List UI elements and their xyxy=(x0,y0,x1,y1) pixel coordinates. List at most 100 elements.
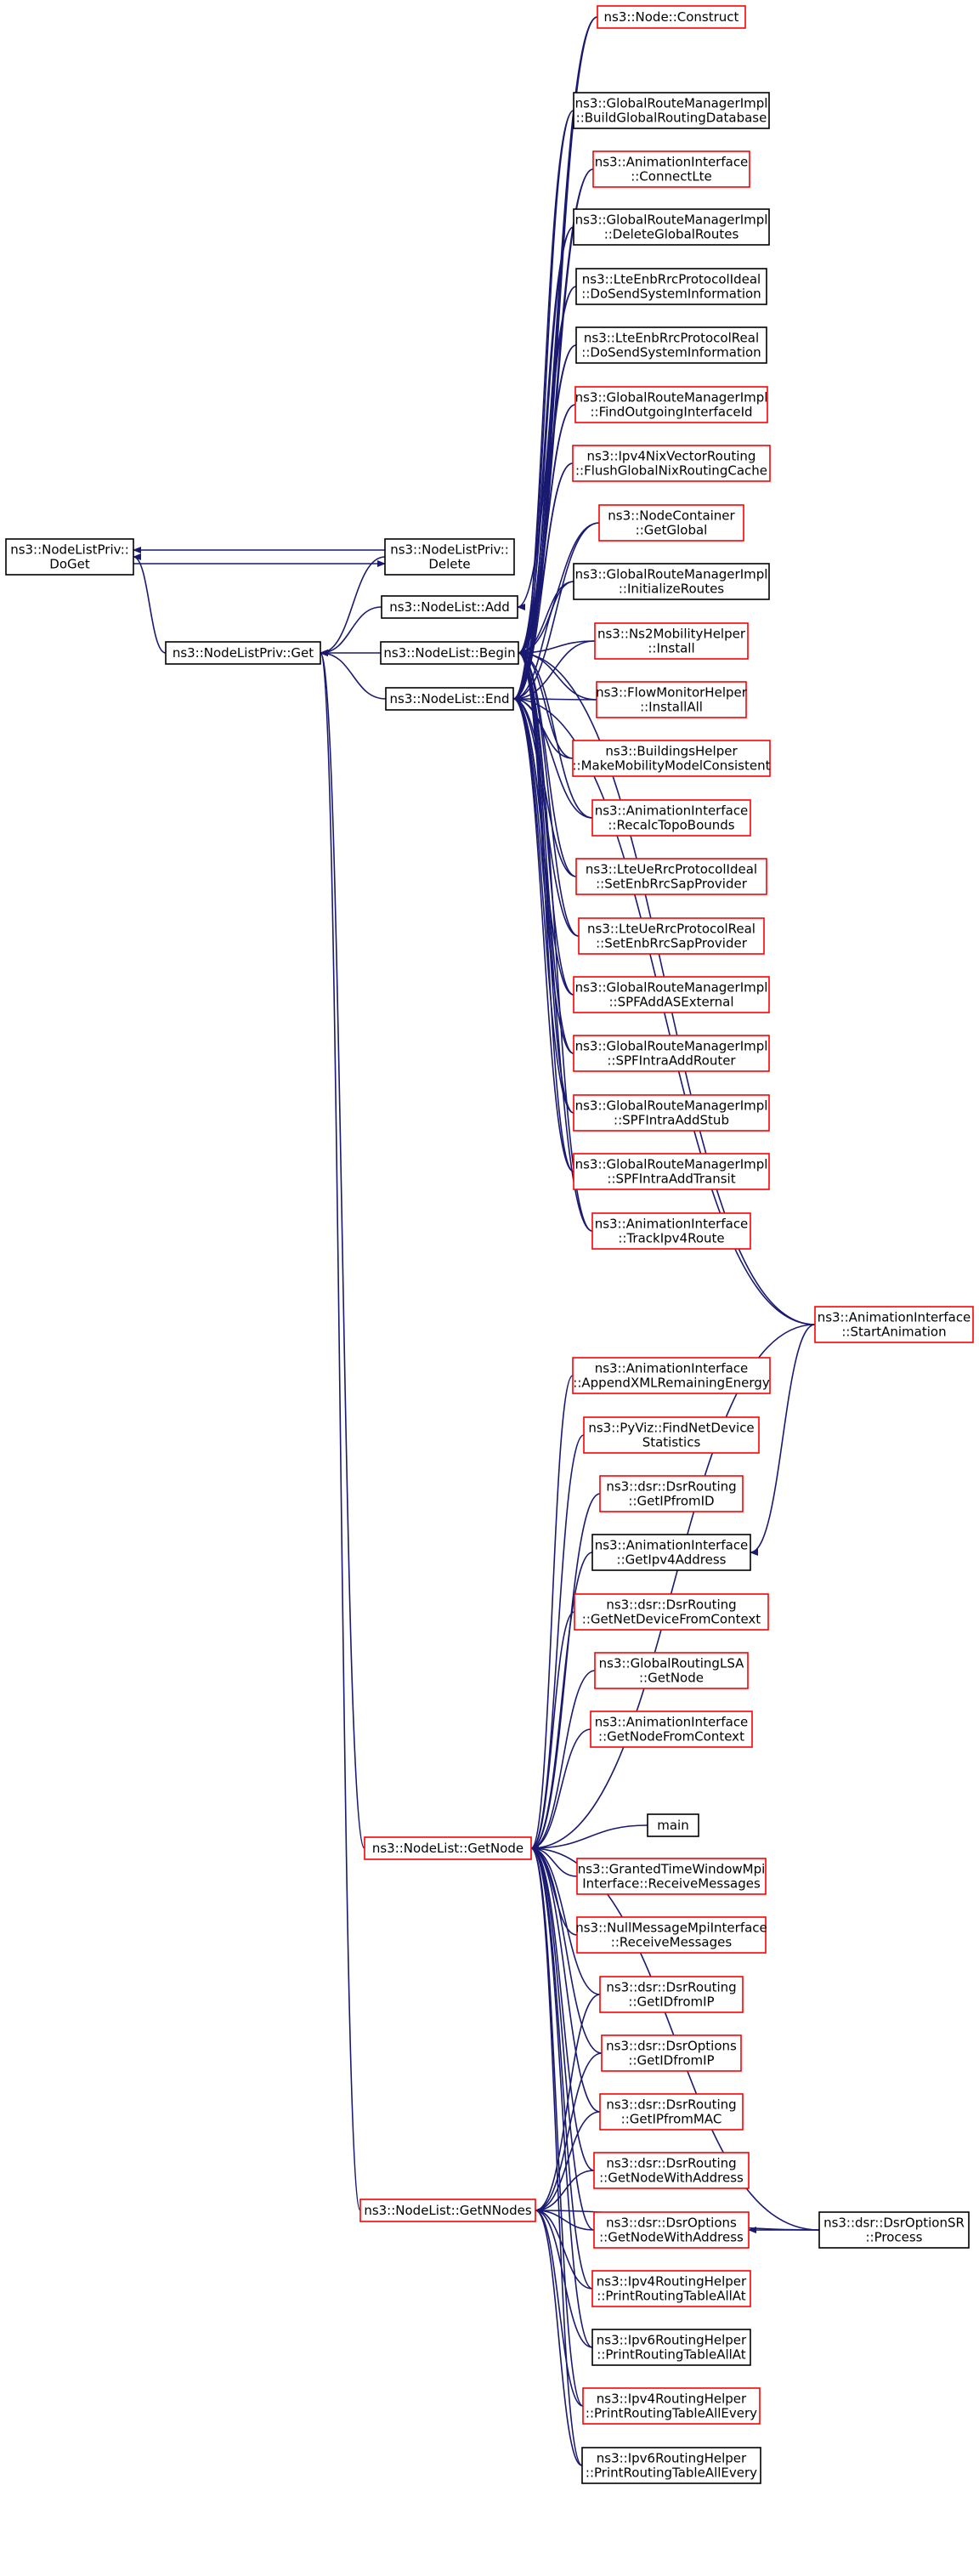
node-box[interactable] xyxy=(575,326,767,364)
node-dsroptsrprocess[interactable]: ns3::dsr::DsrOptionSR::Process xyxy=(818,2211,970,2249)
node-box[interactable] xyxy=(599,1976,744,2013)
node-box[interactable] xyxy=(594,1652,749,1689)
node-grmspfase[interactable]: ns3::GlobalRouteManagerImpl::SPFAddASExt… xyxy=(573,976,770,1013)
node-grmspfrouter[interactable]: ns3::GlobalRouteManagerImpl::SPFIntraAdd… xyxy=(573,1035,770,1072)
node-box[interactable] xyxy=(590,1711,753,1748)
node-box[interactable] xyxy=(573,208,770,246)
node-grmbuild[interactable]: ns3::GlobalRouteManagerImpl::BuildGlobal… xyxy=(573,92,770,129)
node-dsrgetipfrommac[interactable]: ns3::dsr::DsrRouting::GetIPfromMAC xyxy=(599,2093,744,2131)
node-box[interactable] xyxy=(591,2270,751,2307)
node-box[interactable] xyxy=(591,1212,751,1250)
node-main[interactable]: main xyxy=(647,1813,699,1837)
node-box[interactable] xyxy=(384,538,515,576)
node-dsroptgetidfromip[interactable]: ns3::dsr::DsrOptions::GetIDfromIP xyxy=(601,2034,742,2072)
node-box[interactable] xyxy=(593,2211,750,2249)
node-dsrnetdev[interactable]: ns3::dsr::DsrRouting::GetNetDeviceFromCo… xyxy=(574,1593,769,1631)
node-box[interactable] xyxy=(591,2329,751,2366)
node-box[interactable] xyxy=(598,504,744,542)
node-doget[interactable]: ns3::NodeListPriv::DoGet xyxy=(5,538,134,576)
node-box[interactable] xyxy=(574,386,768,423)
node-nlend[interactable]: ns3::NodeList::End xyxy=(385,687,514,711)
node-ipv4printevery[interactable]: ns3::Ipv4RoutingHelper::PrintRoutingTabl… xyxy=(582,2387,761,2425)
node-box[interactable] xyxy=(573,563,770,600)
node-box[interactable] xyxy=(591,799,751,837)
node-dsroptgetnodewithaddr[interactable]: ns3::dsr::DsrOptions::GetNodeWithAddress xyxy=(593,2211,750,2249)
node-glsagetnode[interactable]: ns3::GlobalRoutingLSA::GetNode xyxy=(594,1652,749,1689)
node-dsrgetidfromip[interactable]: ns3::dsr::DsrRouting::GetIDfromIP xyxy=(599,1976,744,2013)
node-nixflush[interactable]: ns3::Ipv4NixVectorRouting::FlushGlobalNi… xyxy=(572,445,771,482)
node-box[interactable] xyxy=(576,1858,767,1895)
node-ncglobal[interactable]: ns3::NodeContainer::GetGlobal xyxy=(598,504,744,542)
node-box[interactable] xyxy=(592,150,750,188)
node-nullmpi[interactable]: ns3::NullMessageMpiInterface::ReceiveMes… xyxy=(575,1916,767,1954)
node-airecalc[interactable]: ns3::AnimationInterface::RecalcTopoBound… xyxy=(591,799,751,837)
node-box[interactable] xyxy=(576,1916,767,1954)
node-box[interactable] xyxy=(582,2387,761,2425)
node-box[interactable] xyxy=(359,2199,536,2222)
node-box[interactable] xyxy=(593,2152,750,2189)
node-box[interactable] xyxy=(818,2211,970,2249)
node-box[interactable] xyxy=(380,641,519,665)
node-box[interactable] xyxy=(573,976,770,1013)
node-box[interactable] xyxy=(599,1475,744,1512)
node-nlgetnode[interactable]: ns3::NodeList::GetNode xyxy=(364,1836,532,1860)
node-aiconnectlte[interactable]: ns3::AnimationInterface::ConnectLte xyxy=(592,150,750,188)
node-box[interactable] xyxy=(599,2093,744,2131)
node-box[interactable] xyxy=(381,595,518,619)
node-box[interactable] xyxy=(572,740,771,777)
node-box[interactable] xyxy=(575,858,767,895)
node-box[interactable] xyxy=(573,1094,770,1132)
node-box[interactable] xyxy=(572,445,771,482)
node-ns2install[interactable]: ns3::Ns2MobilityHelper::Install xyxy=(594,622,749,660)
node-nladd[interactable]: ns3::NodeList::Add xyxy=(381,595,518,619)
node-grmspftransit[interactable]: ns3::GlobalRouteManagerImpl::SPFIntraAdd… xyxy=(573,1153,770,1190)
node-ltuereal[interactable]: ns3::LteUeRrcProtocolReal::SetEnbRrcSapP… xyxy=(578,917,765,955)
node-grmdelete[interactable]: ns3::GlobalRouteManagerImpl::DeleteGloba… xyxy=(573,208,770,246)
node-nlgetnnodes[interactable]: ns3::NodeList::GetNNodes xyxy=(359,2199,536,2222)
node-box[interactable] xyxy=(583,1416,760,1454)
node-ipv6printevery[interactable]: ns3::Ipv6RoutingHelper::PrintRoutingTabl… xyxy=(581,2447,761,2484)
node-box[interactable] xyxy=(597,5,746,29)
node-dsrgetipfromid[interactable]: ns3::dsr::DsrRouting::GetIPfromID xyxy=(599,1475,744,1512)
node-nodeconstruct[interactable]: ns3::Node::Construct xyxy=(597,5,746,29)
node-box[interactable] xyxy=(575,268,767,305)
node-box[interactable] xyxy=(574,1593,769,1631)
node-grmspfstub[interactable]: ns3::GlobalRouteManagerImpl::SPFIntraAdd… xyxy=(573,1094,770,1132)
node-plistdelete[interactable]: ns3::NodeListPriv::Delete xyxy=(384,538,515,576)
node-box[interactable] xyxy=(814,1306,974,1343)
node-box[interactable] xyxy=(601,2034,742,2072)
node-ipv6printat[interactable]: ns3::Ipv6RoutingHelper::PrintRoutingTabl… xyxy=(591,2329,751,2366)
node-aiappend[interactable]: ns3::AnimationInterface::AppendXMLRemain… xyxy=(572,1357,771,1394)
node-bhmake[interactable]: ns3::BuildingsHelper::MakeMobilityModelC… xyxy=(572,740,771,777)
node-fminstall[interactable]: ns3::FlowMonitorHelper::InstallAll xyxy=(596,681,748,718)
node-aistart[interactable]: ns3::AnimationInterface::StartAnimation xyxy=(814,1306,974,1343)
node-aitrack[interactable]: ns3::AnimationInterface::TrackIpv4Route xyxy=(591,1212,751,1250)
node-dsrgetnodewithaddr[interactable]: ns3::dsr::DsrRouting::GetNodeWithAddress xyxy=(593,2152,750,2189)
node-grmfind[interactable]: ns3::GlobalRouteManagerImpl::FindOutgoin… xyxy=(574,386,768,423)
node-box[interactable] xyxy=(573,1035,770,1072)
node-box[interactable] xyxy=(596,681,747,718)
node-box[interactable] xyxy=(578,917,765,955)
node-box[interactable] xyxy=(572,1357,771,1394)
node-box[interactable] xyxy=(573,92,770,129)
node-box[interactable] xyxy=(385,687,514,711)
node-aigetnodectx[interactable]: ns3::AnimationInterface::GetNodeFromCont… xyxy=(590,1711,753,1748)
node-gtwmpi[interactable]: ns3::GrantedTimeWindowMpiInterface::Rece… xyxy=(576,1858,767,1895)
node-box[interactable] xyxy=(5,538,134,576)
node-ipv4printat[interactable]: ns3::Ipv4RoutingHelper::PrintRoutingTabl… xyxy=(591,2270,751,2307)
node-grminit[interactable]: ns3::GlobalRouteManagerImpl::InitializeR… xyxy=(573,563,770,600)
node-aigetipv4[interactable]: ns3::AnimationInterface::GetIpv4Address xyxy=(591,1534,751,1571)
node-box[interactable] xyxy=(573,1153,770,1190)
node-box[interactable] xyxy=(647,1813,699,1837)
node-box[interactable] xyxy=(165,641,321,665)
node-box[interactable] xyxy=(591,1534,751,1571)
node-ltereal[interactable]: ns3::LteEnbRrcProtocolReal::DoSendSystem… xyxy=(575,326,767,364)
node-lteideal[interactable]: ns3::LteEnbRrcProtocolIdeal::DoSendSyste… xyxy=(575,268,767,305)
node-lteueideal[interactable]: ns3::LteUeRrcProtocolIdeal::SetEnbRrcSap… xyxy=(575,858,767,895)
node-box[interactable] xyxy=(594,622,749,660)
node-nlbegin[interactable]: ns3::NodeList::Begin xyxy=(380,641,519,665)
node-box[interactable] xyxy=(581,2447,761,2484)
node-box[interactable] xyxy=(364,1836,532,1860)
node-plistget[interactable]: ns3::NodeListPriv::Get xyxy=(165,641,321,665)
